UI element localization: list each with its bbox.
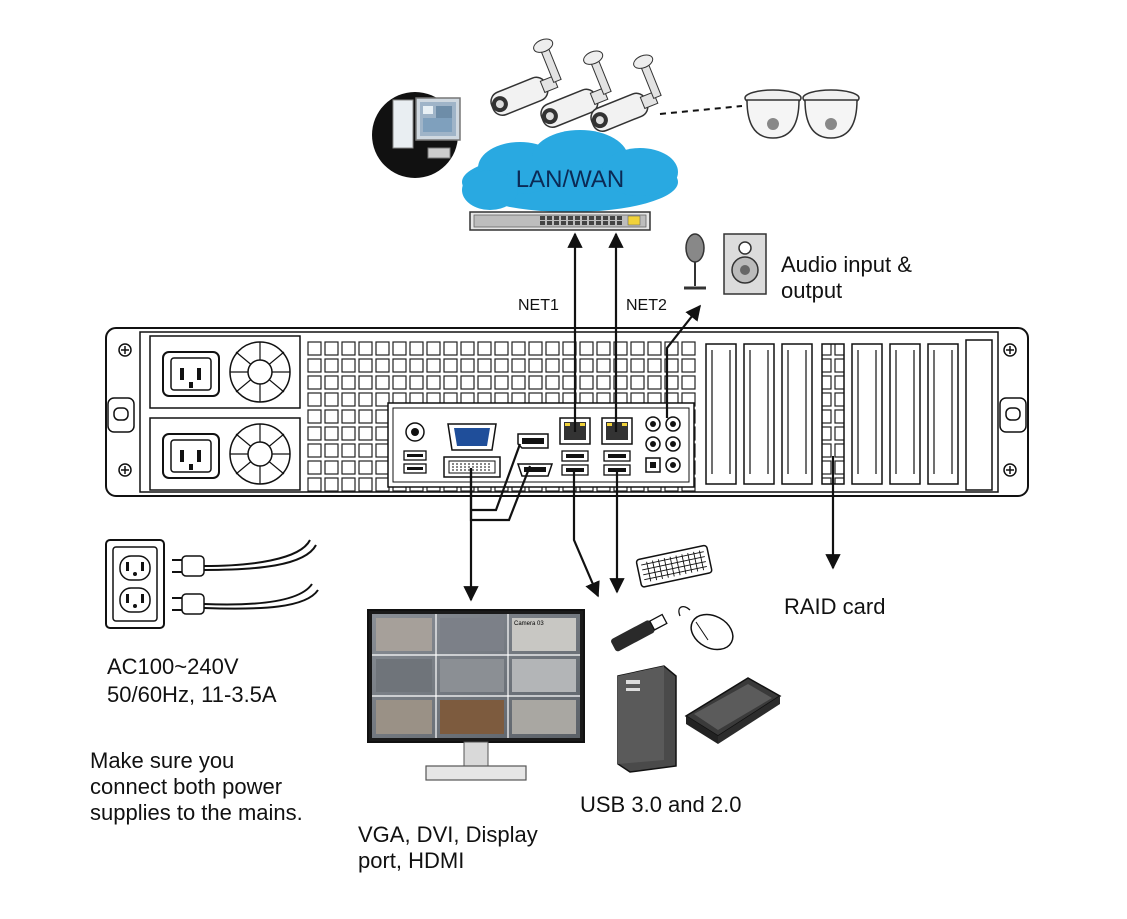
cloud-label: LAN/WAN bbox=[515, 166, 625, 193]
keyboard-icon bbox=[635, 544, 713, 588]
camera-dashed-link bbox=[659, 105, 743, 115]
usb-label: USB 3.0 and 2.0 bbox=[580, 792, 742, 817]
network-switch-icon bbox=[469, 211, 651, 231]
usb-flash-drive-icon bbox=[611, 613, 668, 652]
wall-outlet-icon bbox=[105, 539, 165, 629]
audio-label-line2: output bbox=[781, 278, 843, 303]
server-chassis bbox=[105, 327, 1029, 497]
usb-link-a bbox=[572, 468, 600, 598]
power-note-line1: Make sure you bbox=[90, 748, 235, 773]
net1-label: NET1 bbox=[518, 297, 559, 314]
monitor-icon: Camera 03 bbox=[367, 609, 585, 781]
display-label-line2: port, HDMI bbox=[358, 848, 465, 873]
microphone-icon bbox=[684, 233, 706, 290]
mouse-icon bbox=[678, 605, 734, 651]
workstation-icon bbox=[372, 92, 461, 178]
portable-hdd-icon bbox=[684, 677, 782, 744]
dome-camera-icon bbox=[744, 89, 860, 139]
power-cord-icon bbox=[172, 539, 319, 615]
bullet-camera-icon bbox=[490, 38, 662, 132]
power-spec-line1: AC100~240V bbox=[107, 654, 239, 679]
net2-label: NET2 bbox=[626, 297, 667, 314]
display-link-dp bbox=[471, 443, 522, 512]
power-spec-line2: 50/60Hz, 11-3.5A bbox=[107, 682, 277, 707]
camera-tile-label: Camera 03 bbox=[514, 621, 544, 627]
speaker-icon bbox=[723, 233, 767, 295]
connection-lines bbox=[463, 232, 841, 602]
power-note-line3: supplies to the mains. bbox=[90, 800, 303, 825]
audio-label-line1: Audio input & bbox=[781, 252, 912, 277]
raid-label: RAID card bbox=[784, 594, 886, 619]
lan-wan-cloud bbox=[462, 130, 678, 212]
external-hdd-icon bbox=[617, 665, 677, 773]
power-note-line2: connect both power bbox=[90, 774, 283, 799]
display-label-line1: VGA, DVI, Display bbox=[358, 822, 538, 847]
audio-link bbox=[665, 304, 701, 418]
